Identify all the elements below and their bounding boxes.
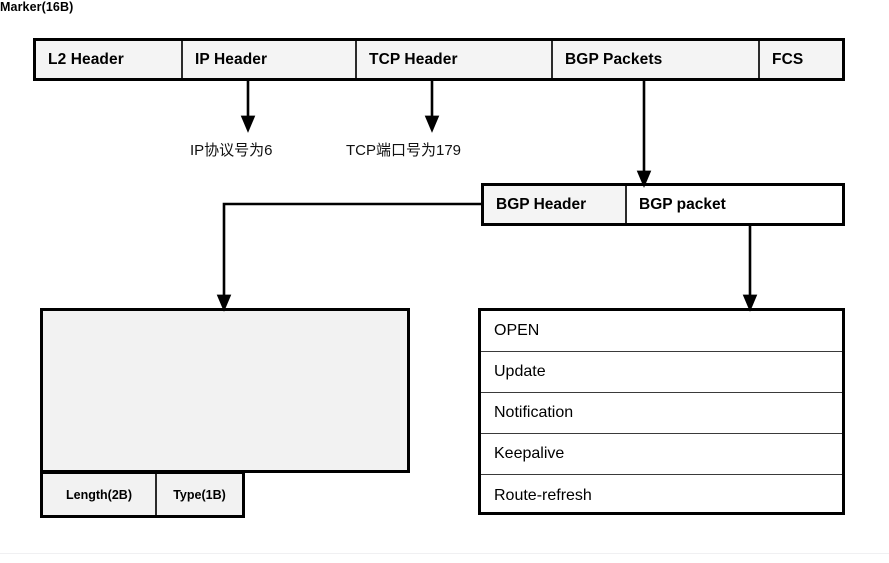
field-bgp-packets-label: BGP Packets xyxy=(565,50,663,68)
message-type-row-keepalive: Keepalive xyxy=(481,434,842,475)
encap-divider-1 xyxy=(181,41,183,78)
bgp-packet-cell: BGP packet xyxy=(627,186,842,223)
bgp-header-cell-label: BGP Header xyxy=(496,195,587,213)
encap-divider-2 xyxy=(355,41,357,78)
field-bgp-packets: BGP Packets xyxy=(553,41,758,78)
encap-divider-3 xyxy=(551,41,553,78)
field-l2-header-label: L2 Header xyxy=(48,50,124,68)
encapsulation-bar: L2 Header IP Header TCP Header BGP Packe… xyxy=(33,38,845,81)
bottom-divider xyxy=(0,553,889,554)
bgp-header-cell: BGP Header xyxy=(484,186,625,223)
bgp-header-length-type-row: Length(2B) Type(1B) xyxy=(40,471,245,518)
length-cell: Length(2B) xyxy=(43,474,155,515)
message-type-open-label: OPEN xyxy=(494,322,540,339)
bgp-row-divider xyxy=(625,186,627,223)
message-type-keepalive-label: Keepalive xyxy=(494,445,565,462)
arrow-bgp-header-to-marker-box xyxy=(216,202,481,312)
annotation-tcp-port-number: TCP端口号为179 xyxy=(346,142,462,159)
bgp-header-marker-box xyxy=(40,308,410,473)
message-type-row-notification: Notification xyxy=(481,393,842,434)
bgp-packet-row: BGP Header BGP packet xyxy=(481,183,845,226)
field-fcs: FCS xyxy=(760,41,842,78)
encap-divider-4 xyxy=(758,41,760,78)
message-type-notification-label: Notification xyxy=(494,404,574,421)
type-cell-label: Type(1B) xyxy=(173,487,226,502)
bgp-packet-cell-label: BGP packet xyxy=(639,195,726,213)
field-tcp-header: TCP Header xyxy=(357,41,551,78)
field-fcs-label: FCS xyxy=(772,50,804,68)
length-type-divider xyxy=(155,474,157,515)
field-ip-header: IP Header xyxy=(183,41,355,78)
field-ip-header-label: IP Header xyxy=(195,50,268,68)
annotation-ip-protocol-number: IP协议号为6 xyxy=(190,142,273,159)
field-l2-header: L2 Header xyxy=(36,41,181,78)
marker-label: Marker(16B) xyxy=(0,0,74,14)
message-type-update-label: Update xyxy=(494,363,546,380)
message-type-row-update: Update xyxy=(481,352,842,393)
message-type-row-route-refresh: Route-refresh xyxy=(481,475,842,516)
length-cell-label: Length(2B) xyxy=(66,487,132,502)
field-tcp-header-label: TCP Header xyxy=(369,50,458,68)
message-type-row-open: OPEN xyxy=(481,311,842,352)
type-cell: Type(1B) xyxy=(157,474,242,515)
message-type-route-refresh-label: Route-refresh xyxy=(494,486,592,504)
bgp-message-type-list: OPEN Update Notification Keepalive Route… xyxy=(478,308,845,515)
